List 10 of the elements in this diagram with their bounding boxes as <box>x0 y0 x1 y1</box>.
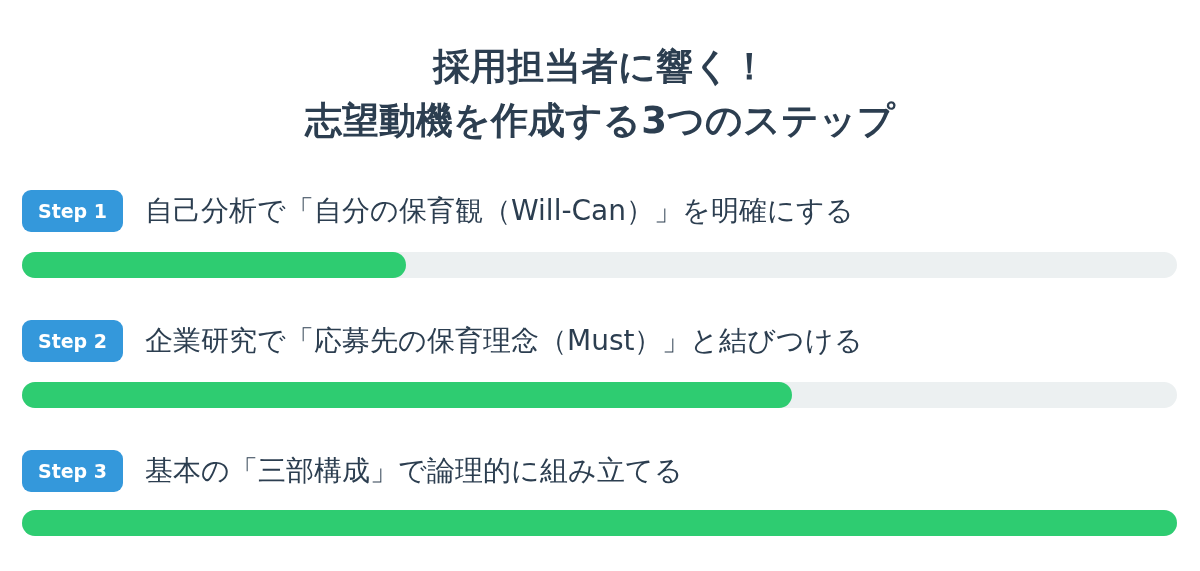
step-heading: 企業研究で「応募先の保育理念（Must）」と結びつける <box>145 323 864 359</box>
step-badge: Step 3 <box>22 450 123 492</box>
step-badge: Step 2 <box>22 320 123 362</box>
progress-bar <box>22 510 1177 536</box>
progress-bar <box>22 382 1177 408</box>
step-heading: 基本の「三部構成」で論理的に組み立てる <box>145 453 683 489</box>
title: 採用担当者に響く！志望動機を作成する3つのステップ <box>303 44 897 144</box>
progress-bar <box>22 252 1177 278</box>
step-badge: Step 1 <box>22 190 123 232</box>
step-heading: 自己分析で「自分の保育観（Will-Can）」を明確にする <box>145 193 854 229</box>
